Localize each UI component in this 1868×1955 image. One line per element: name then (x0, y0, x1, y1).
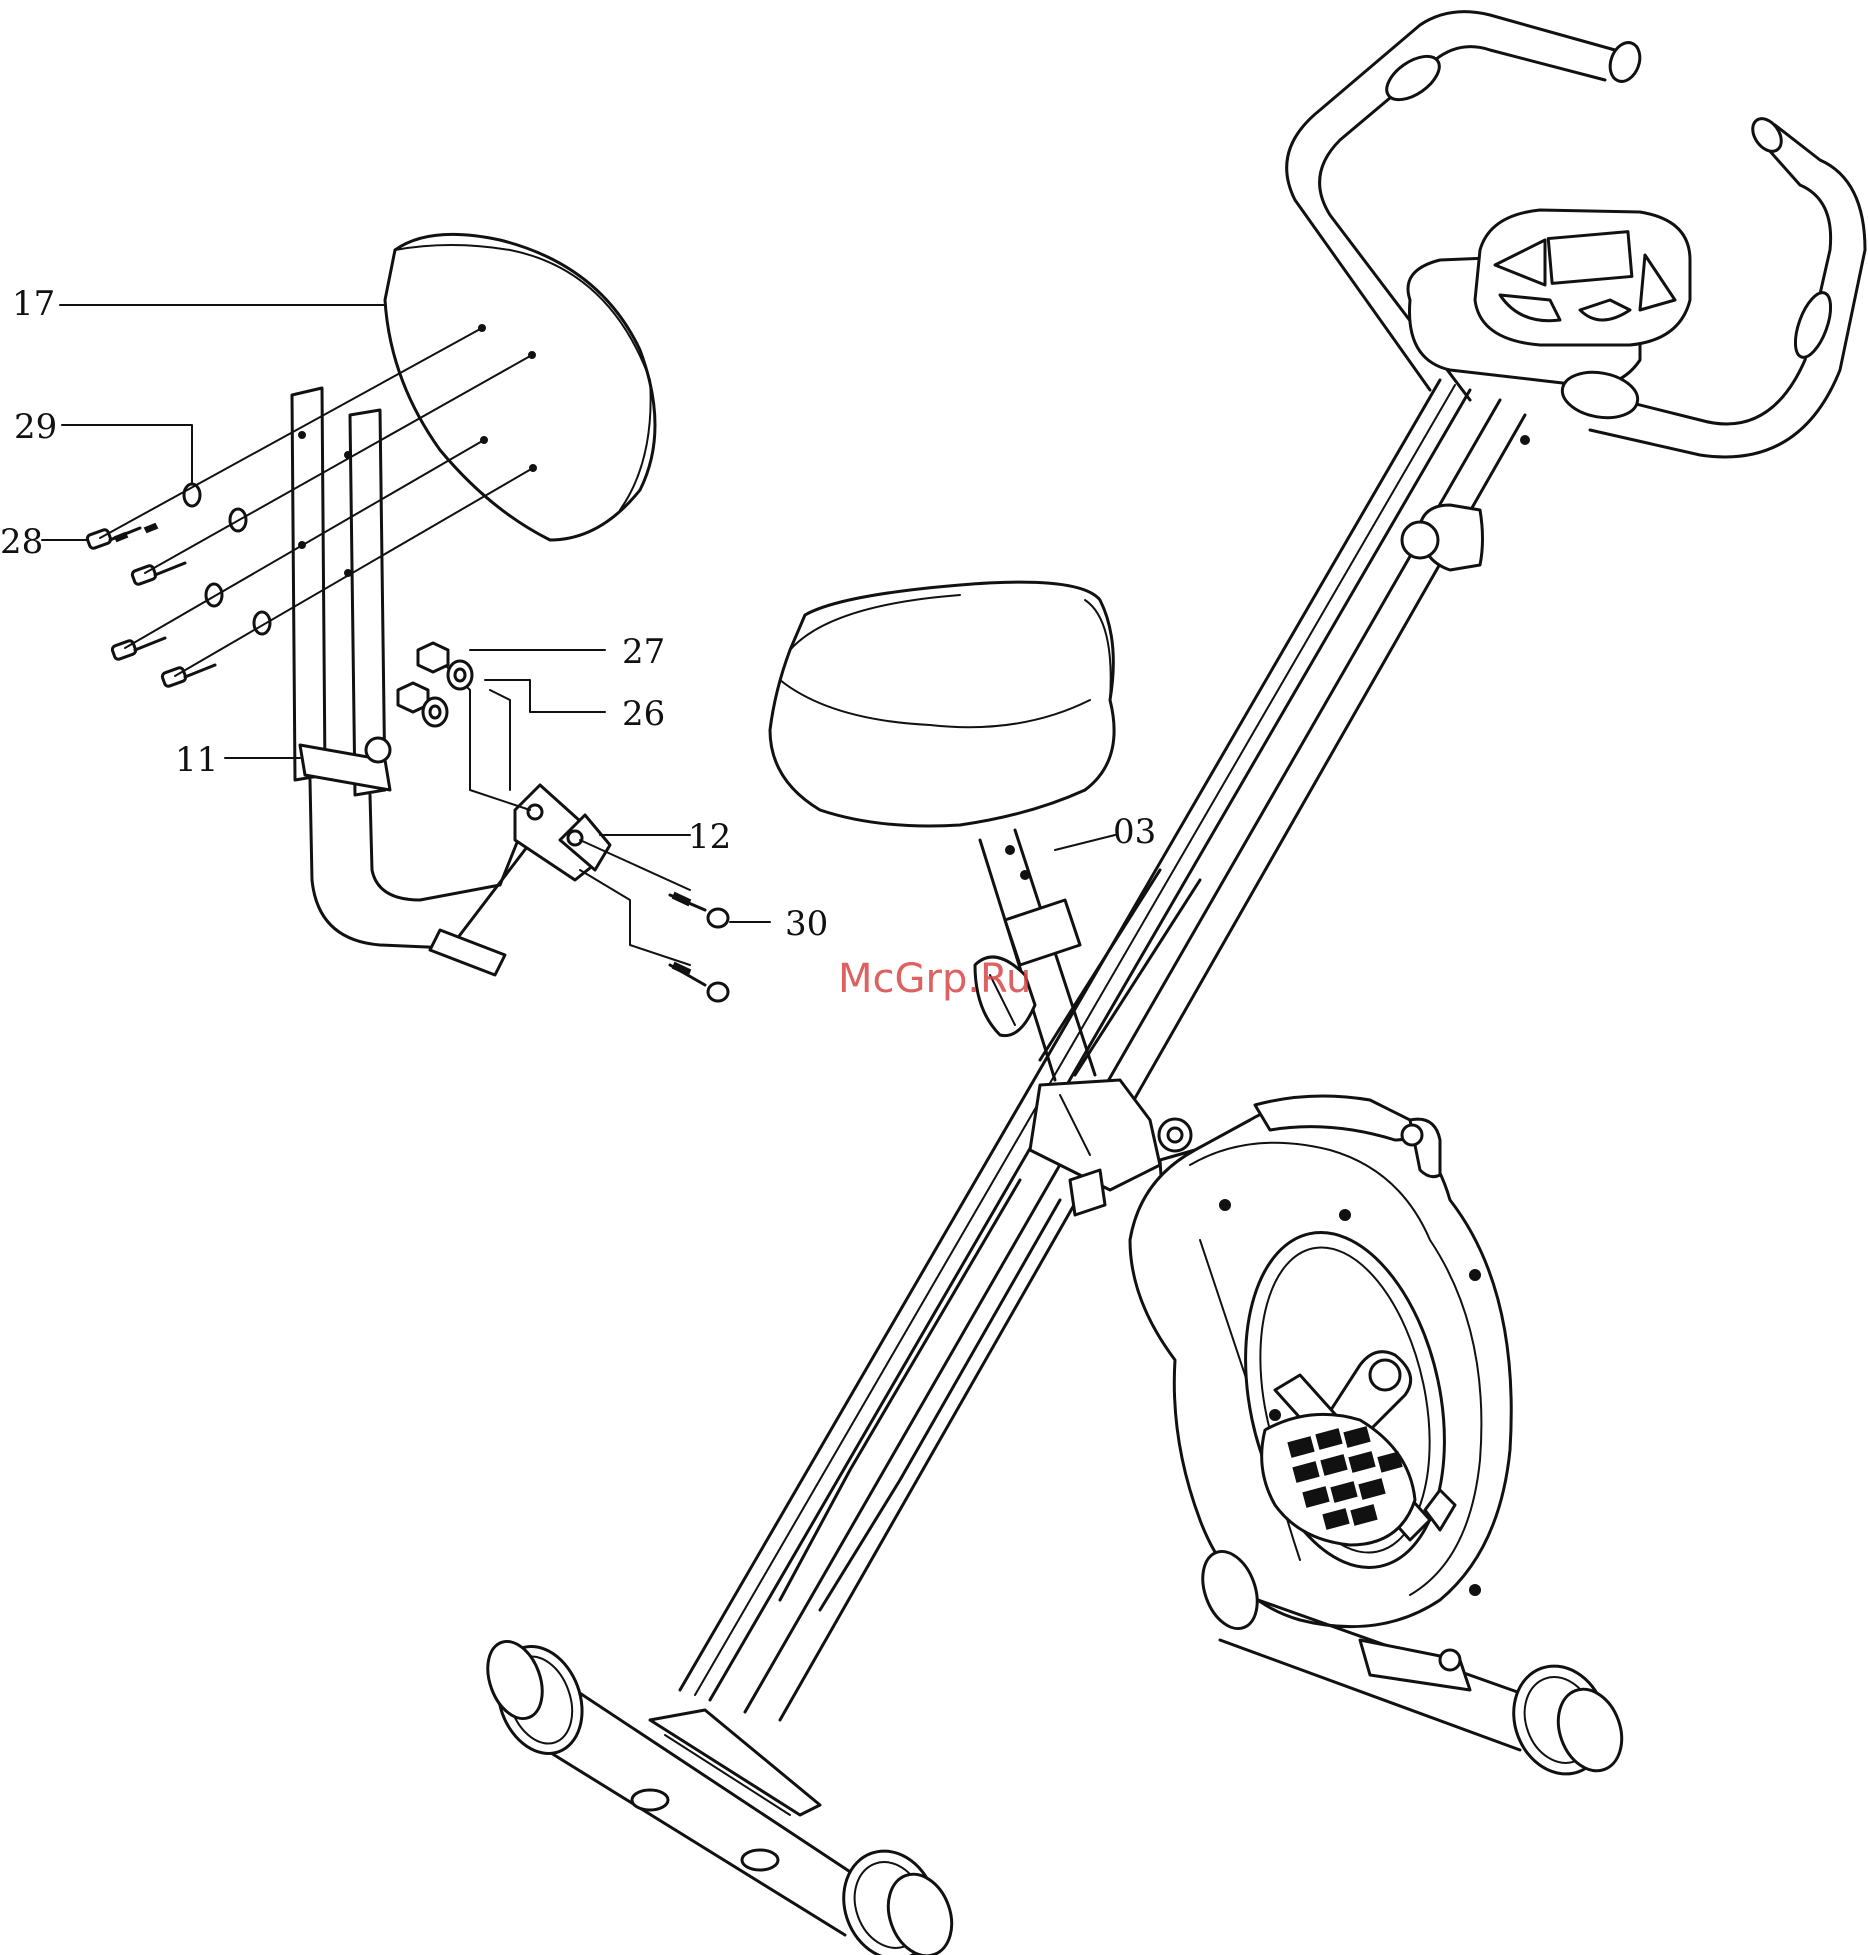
watermark-text: McGrp.Ru (838, 956, 1031, 1002)
mounting-bracket (515, 785, 610, 880)
callout-12: 12 (688, 817, 731, 857)
callout-28: 28 (0, 522, 43, 562)
flywheel-housing (1130, 1096, 1511, 1627)
callout-11: 11 (175, 740, 218, 780)
front-end-cap-left (478, 1634, 597, 1766)
callout-30: 30 (785, 904, 828, 944)
front-end-cap-right (829, 1838, 963, 1955)
callout-27: 27 (622, 632, 665, 672)
rear-end-cap-right (1499, 1653, 1633, 1787)
saddle (770, 582, 1114, 826)
callout-17: 17 (12, 284, 55, 324)
backrest-pad (385, 234, 655, 540)
bolt-set-30 (670, 893, 728, 1001)
callout-29: 29 (14, 407, 57, 447)
callout-26: 26 (622, 694, 665, 734)
console-display (1402, 210, 1690, 570)
washer-set-29 (184, 484, 270, 634)
callout-03: 03 (1113, 812, 1156, 852)
